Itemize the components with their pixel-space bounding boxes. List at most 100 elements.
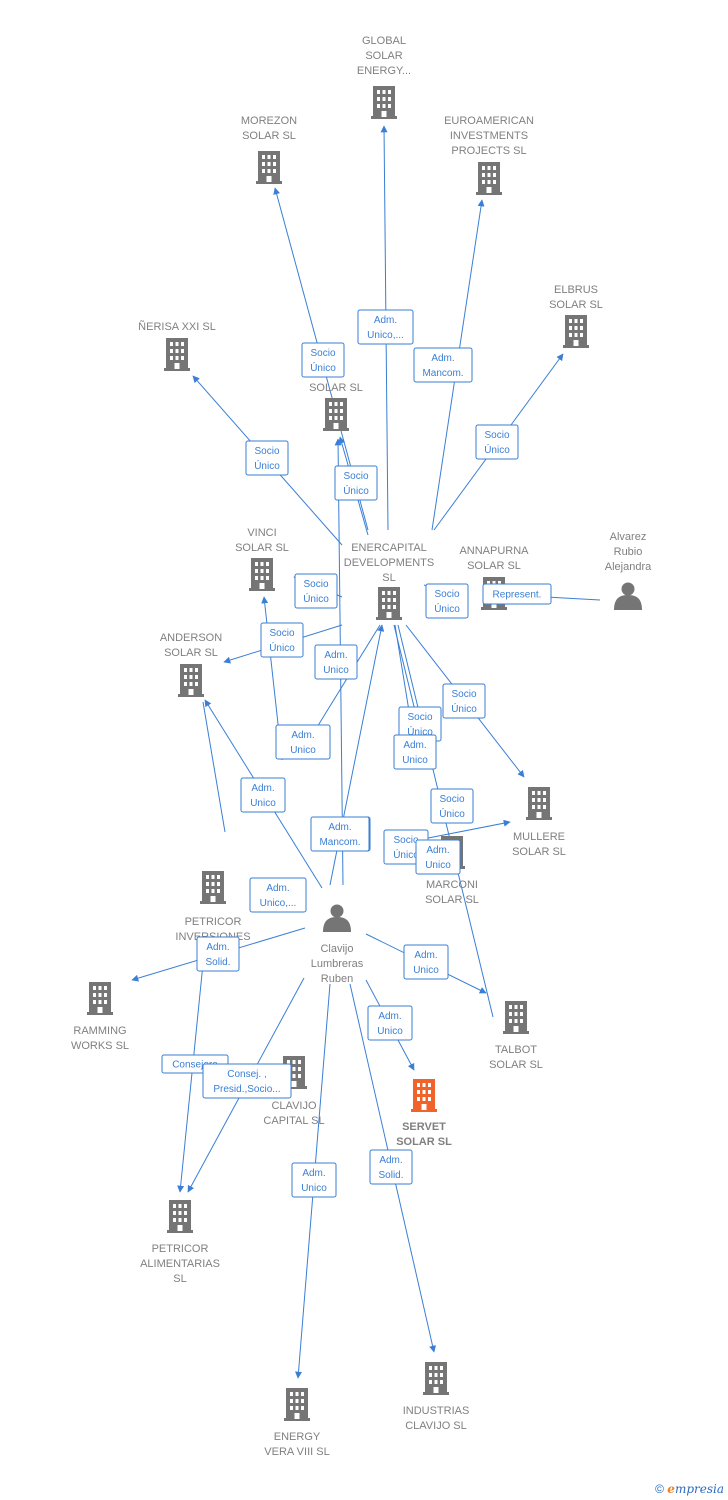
edge-label-box	[393, 734, 437, 770]
edge-label-text: Unico	[402, 755, 428, 766]
node-petricor_inv[interactable]: PETRICORINVERSIONES	[175, 871, 251, 943]
building-icon	[411, 1079, 437, 1112]
node-nerisa[interactable]: ÑERISA XXI SL	[138, 320, 216, 371]
edge-label-box	[425, 583, 469, 619]
edge-line	[417, 819, 511, 841]
edge-label-box	[202, 1063, 292, 1099]
brand-logo[interactable]: empresia	[667, 1482, 724, 1496]
node-label: MOREZON	[241, 115, 297, 127]
edge-label[interactable]: Adm.Unico	[291, 1162, 337, 1198]
edge-label-box	[275, 724, 331, 760]
edge-label-text: Unico	[323, 665, 349, 676]
edge-label-text: Unico	[290, 745, 316, 756]
edge-label[interactable]: Adm. Solid.	[369, 1149, 413, 1185]
node-label: ELBRUS	[554, 284, 598, 296]
edge-label-text: Adm.	[328, 822, 351, 833]
edge-label-text: Adm.	[251, 783, 274, 794]
edge-label[interactable]: Adm.Unico	[314, 644, 358, 680]
edge-label-text: Único	[393, 848, 419, 861]
building-icon	[503, 1001, 529, 1034]
edge-label-box	[245, 440, 289, 476]
node-label: GLOBAL	[362, 35, 406, 47]
node-label: TALBOT	[495, 1044, 537, 1056]
edge-label[interactable]: Adm.Unico	[240, 777, 286, 813]
node-mullere[interactable]: MULLERE SOLAR SL	[512, 787, 566, 858]
edge-label[interactable]: Adm.Unico	[415, 839, 461, 875]
edge-label[interactable]: Adm.Unico	[275, 724, 331, 760]
edge-label-text: Socio	[407, 712, 432, 723]
edge-label-text: Socio	[254, 446, 279, 457]
node-talbot[interactable]: TALBOT SOLAR SL	[489, 1001, 543, 1071]
node-label: PETRICOR	[152, 1243, 209, 1255]
node-label: SOLAR SL	[309, 382, 363, 394]
building-icon	[526, 787, 552, 820]
edge-label[interactable]: Adm.Unico,...	[357, 309, 414, 345]
building-icon	[423, 1362, 449, 1395]
node-label: CAPITAL SL	[263, 1115, 324, 1127]
node-label: Alejandra	[605, 561, 652, 573]
edge-label-box	[482, 583, 552, 605]
edge-label[interactable]: Represent.	[482, 583, 552, 605]
edge-label-box	[415, 839, 461, 875]
node-label: ANNAPURNA	[459, 545, 529, 557]
edge-label-text: Adm.	[374, 315, 397, 326]
edge-label-text: Único	[269, 641, 295, 654]
node-global[interactable]: GLOBALSOLARENERGY...	[357, 35, 411, 119]
node-label: INDUSTRIAS	[403, 1405, 470, 1417]
edge-label[interactable]: Adm.Unico,...	[249, 877, 307, 913]
edge-label[interactable]: Consej. ,Presid.,Socio...	[202, 1063, 292, 1099]
node-label: Rubio	[614, 546, 643, 558]
edge-label[interactable]: Adm.Mancom.	[310, 816, 370, 852]
edge-label-text: Socio	[484, 430, 509, 441]
edge-line	[202, 701, 226, 833]
edge-label-text: Solid.	[378, 1170, 403, 1181]
node-label: SOLAR SL	[396, 1136, 452, 1148]
edge-label-text: Unico	[413, 965, 439, 976]
edge-label-box	[301, 342, 345, 378]
edge-label-text: Único	[484, 443, 510, 456]
edge-label[interactable]: Adm.Unico	[393, 734, 437, 770]
node-label: SOLAR SL	[489, 1059, 543, 1071]
node-label: ANDERSON	[160, 632, 222, 644]
edge-label-box	[249, 877, 307, 913]
edge-label[interactable]: Adm.Unico	[403, 944, 449, 980]
edge-label[interactable]: Adm.Unico	[367, 1005, 413, 1041]
edge-label[interactable]: Adm.Solid.	[196, 936, 240, 972]
node-label: DEVELOPMENTS	[344, 557, 434, 569]
edge-label-text: Adm.	[426, 845, 449, 856]
copyright-symbol: ©	[655, 1482, 664, 1496]
edge-label-text: Adm.	[378, 1011, 401, 1022]
node-label: MULLERE	[513, 831, 565, 843]
edge-label-text: Adm.	[379, 1155, 402, 1166]
node-label: Lumbreras	[311, 958, 364, 970]
edge-label[interactable]: Adm.Mancom.	[413, 347, 473, 383]
node-label: PETRICOR	[185, 916, 242, 928]
node-label: SOLAR SL	[512, 846, 566, 858]
building-icon	[563, 315, 589, 348]
